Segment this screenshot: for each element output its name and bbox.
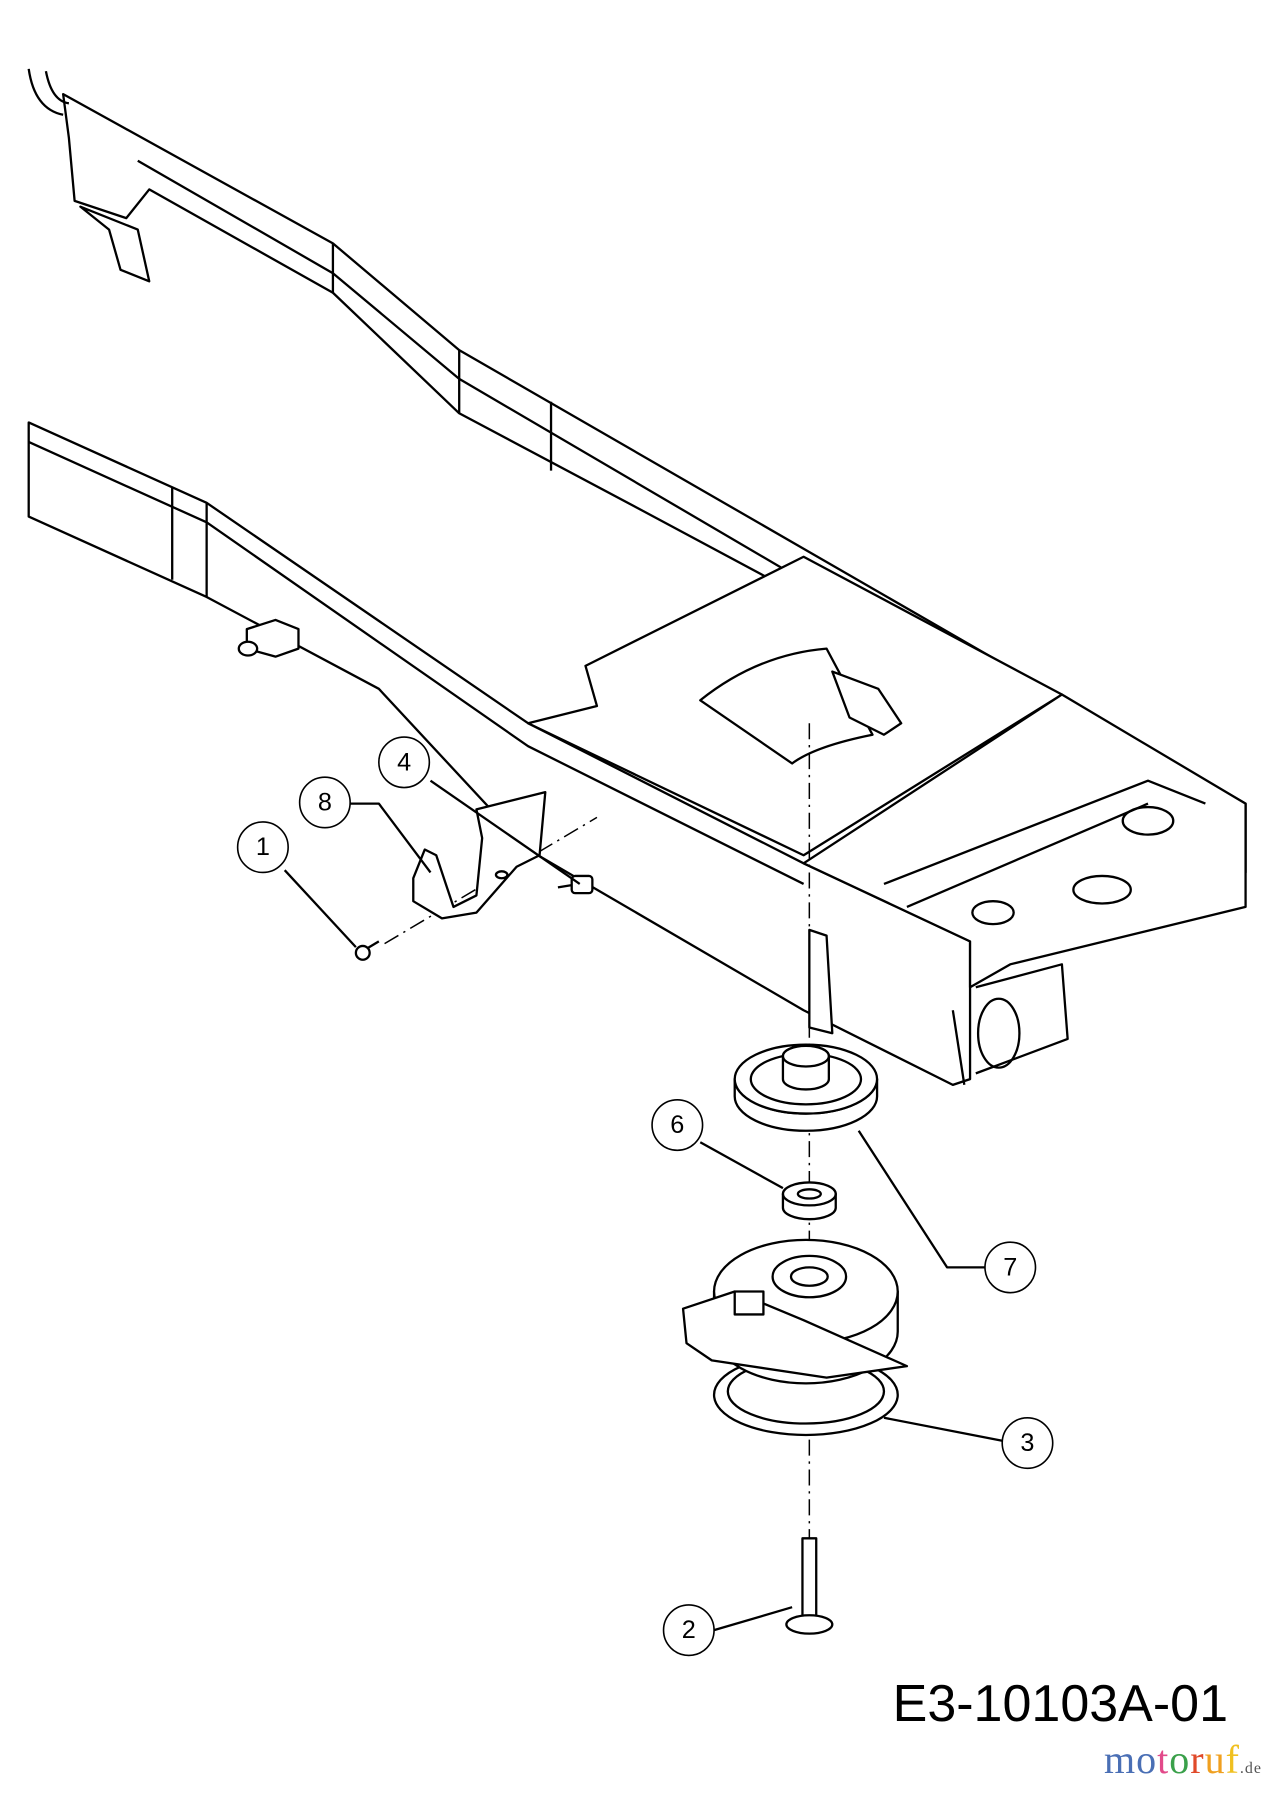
- callout-label: 3: [1020, 1429, 1034, 1457]
- callout-label: 6: [670, 1111, 684, 1139]
- callout-7[interactable]: 7: [984, 1241, 1037, 1294]
- callout-leaders: [283, 779, 1003, 1632]
- pulley-part-7: [733, 1043, 879, 1132]
- callout-2[interactable]: 2: [662, 1604, 715, 1657]
- watermark-letter: o: [1169, 1737, 1191, 1782]
- watermark-suffix: .de: [1239, 1760, 1262, 1777]
- bolt-part-2: [785, 1537, 834, 1635]
- watermark-letter: r: [1190, 1737, 1205, 1782]
- watermark-letter: u: [1204, 1737, 1226, 1782]
- spacer-part-6: [781, 1181, 837, 1221]
- callout-label: 7: [1003, 1253, 1017, 1281]
- clip-part-4: [557, 874, 594, 895]
- watermark-letter: t: [1157, 1737, 1170, 1782]
- watermark-letter: m: [1103, 1737, 1137, 1782]
- callout-label: 1: [256, 833, 270, 861]
- diagram-code: E3-10103A-01: [892, 1675, 1228, 1733]
- screw-part-1: [354, 940, 380, 961]
- watermark-letter: o: [1136, 1737, 1158, 1782]
- callout-3[interactable]: 3: [1001, 1416, 1054, 1470]
- callout-6[interactable]: 6: [651, 1098, 704, 1152]
- callout-label: 2: [682, 1616, 696, 1644]
- callout-4[interactable]: 4: [378, 736, 431, 789]
- callout-label: 8: [318, 788, 332, 816]
- watermark-logo: motoruf.de: [1104, 1735, 1262, 1794]
- rear-mounting-plate: [526, 555, 1247, 1086]
- callout-label: 4: [397, 748, 411, 776]
- watermark-letter: f: [1225, 1737, 1240, 1782]
- callout-8[interactable]: 8: [298, 776, 351, 829]
- callout-1[interactable]: 1: [236, 821, 289, 874]
- clutch-part-3: [681, 1238, 909, 1437]
- bracket-part-8: [412, 790, 547, 920]
